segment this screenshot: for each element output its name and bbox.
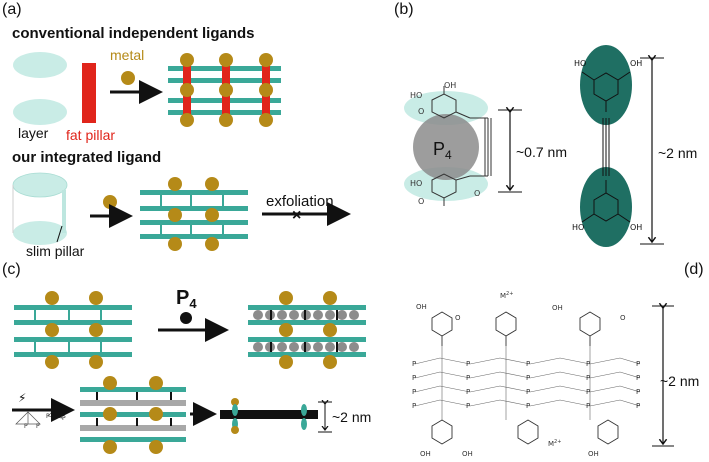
svg-text:P: P (412, 402, 416, 410)
p4-ball-c (180, 312, 192, 324)
svg-text:P: P (526, 388, 530, 396)
lightning-icon: ⚡ (18, 391, 26, 405)
extended-bottom-ring-halo (580, 167, 632, 247)
svg-text:P: P (586, 374, 590, 382)
svg-text:P: P (412, 388, 416, 396)
svg-text:P: P (466, 374, 470, 382)
layer-label: layer (18, 125, 49, 141)
short-distance-label: ~0.7 nm (516, 144, 567, 160)
panel-a: (a) conventional independent ligands lay… (2, 1, 351, 259)
svg-text:P: P (412, 360, 416, 368)
p4-label-b: P4 (433, 139, 452, 162)
svg-text:P: P (412, 374, 416, 382)
p-small-3: P (62, 415, 66, 422)
layer-disk-bottom (13, 99, 67, 125)
o-top: O (418, 107, 424, 116)
conventional-framework (168, 53, 281, 127)
conventional-heading: conventional independent ligands (12, 25, 255, 42)
layer-disk-top (13, 52, 67, 78)
folded-bottom-ring (431, 173, 488, 206)
framework-after-reaction (80, 376, 186, 454)
exfoliation-cross: × (292, 207, 301, 224)
d-m-top: M2+ (500, 291, 513, 300)
integrated-heading: our integrated ligand (12, 149, 161, 166)
panel-d-tag: (d) (684, 261, 704, 278)
ext-ho-top-left: HO (574, 59, 586, 68)
ext-oh-top-right: OH (630, 59, 642, 68)
d-oh-2: OH (552, 304, 563, 312)
p-small-5: P (36, 423, 40, 430)
panel-c-distance: ~2 nm (332, 409, 371, 425)
long-distance-label: ~2 nm (658, 145, 697, 161)
d-o-2: O (620, 314, 626, 322)
panel-d-distance: ~2 nm (660, 373, 699, 389)
svg-text:P: P (466, 402, 470, 410)
svg-text:P: P (636, 402, 640, 410)
p-small-1: P (46, 413, 50, 420)
ho-top: HO (410, 91, 422, 100)
svg-text:P: P (636, 360, 640, 368)
folded-bottom-ring-halo (404, 167, 488, 201)
p4-label-c: P4 (176, 287, 197, 311)
top-ring-row (431, 311, 601, 346)
o-bottom: O (418, 197, 424, 206)
svg-text:P: P (526, 360, 530, 368)
exfoliation-label: exfoliation (266, 193, 334, 210)
panel-c-tag: (c) (2, 261, 21, 278)
fat-pillar (82, 63, 96, 123)
p4-sphere (413, 114, 479, 180)
d-oh-3: OH (420, 450, 431, 458)
metal-ball (121, 71, 135, 85)
metal-ball-2 (103, 195, 117, 209)
metal-label: metal (110, 47, 144, 63)
fat-pillar-label: fat pillar (66, 127, 115, 143)
d-oh-5: OH (588, 450, 599, 458)
ho-bottom: HO (410, 179, 422, 188)
o-bottom-ether: O (474, 189, 480, 198)
svg-text:P: P (636, 374, 640, 382)
panel-b-tag: (b) (394, 1, 414, 18)
panel-b: (b) P4 HO O OH HO O O (394, 1, 697, 247)
d-oh-1: OH (416, 303, 427, 311)
bottom-ring-row (431, 419, 619, 445)
d-o-1: O (455, 314, 461, 322)
extended-top-ring-halo (580, 45, 632, 125)
p-small-4: P (24, 423, 28, 430)
panel-c: (c) P4 (2, 261, 371, 454)
d-m-bottom: M2+ (548, 439, 561, 448)
oh-top: OH (444, 81, 456, 90)
slim-pillar-label: slim pillar (26, 243, 85, 259)
exfoliated-nanosheet (220, 398, 318, 434)
svg-text:P: P (586, 402, 590, 410)
svg-text:P: P (466, 360, 470, 368)
svg-text:P: P (636, 388, 640, 396)
svg-text:P: P (586, 388, 590, 396)
panel-a-tag: (a) (2, 1, 22, 18)
svg-text:P: P (466, 388, 470, 396)
integrated-ligand-cylinder (12, 172, 68, 245)
ext-oh-bottom-right: OH (630, 223, 642, 232)
extended-ligand-skeleton (581, 71, 631, 223)
framework-before-p4 (14, 291, 132, 369)
phosphorus-mesh (414, 346, 641, 420)
ext-ho-bottom-left: HO (572, 223, 584, 232)
framework-with-p4 (248, 291, 366, 369)
integrated-framework (140, 177, 248, 251)
d-oh-4: OH (462, 450, 473, 458)
svg-text:P: P (586, 360, 590, 368)
svg-text:P: P (526, 374, 530, 382)
folded-top-ring (431, 86, 492, 176)
svg-text:P: P (526, 402, 530, 410)
